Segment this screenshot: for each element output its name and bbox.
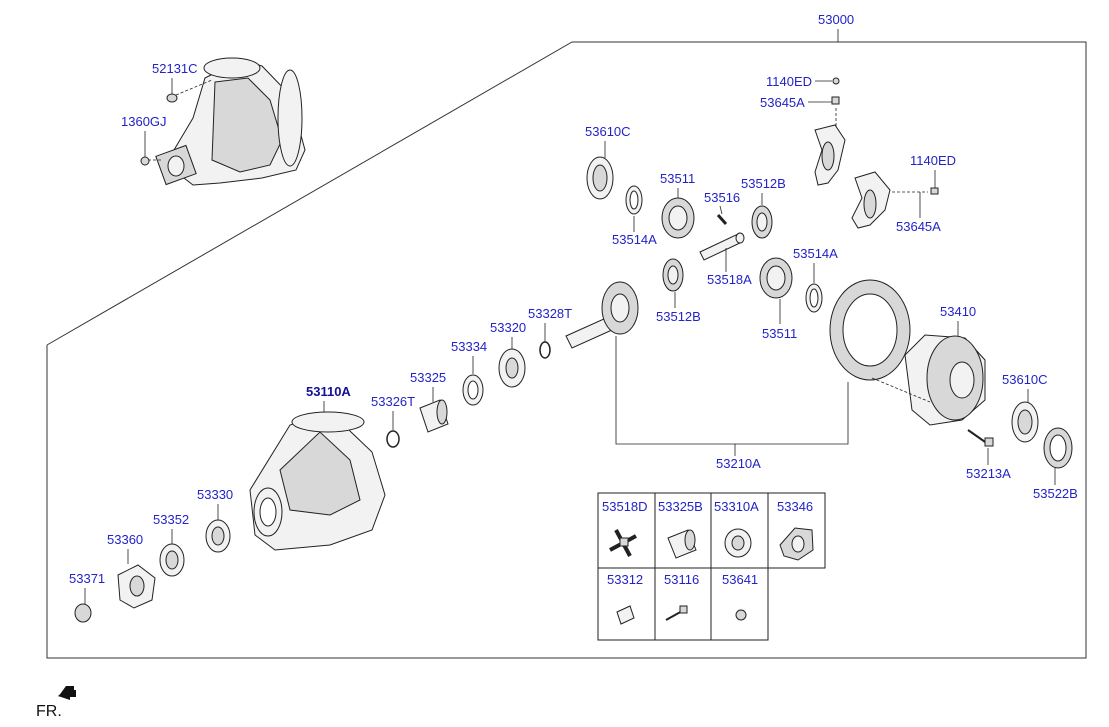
assembly-frame (46, 41, 1087, 659)
legend-part-53116 (665, 605, 688, 621)
label-53516[interactable]: 53516 (704, 190, 740, 205)
label-53325[interactable]: 53325 (410, 370, 446, 385)
label-53511-bottom[interactable]: 53511 (762, 326, 797, 341)
label-53352[interactable]: 53352 (153, 512, 189, 527)
label-1360GJ[interactable]: 1360GJ (121, 114, 167, 129)
pin-53516 (716, 214, 728, 225)
flange-53360 (117, 564, 156, 609)
drive-pinion-53210A (565, 281, 639, 349)
legend-label-53312[interactable]: 53312 (607, 572, 643, 587)
shaft-53518A (699, 232, 745, 261)
legend-label-53310A[interactable]: 53310A (714, 499, 759, 514)
spacer-53328T (539, 341, 551, 359)
label-53334[interactable]: 53334 (451, 339, 487, 354)
label-53328T[interactable]: 53328T (528, 306, 572, 321)
lock-53645A-top (831, 96, 840, 105)
nut-1360GJ (140, 156, 150, 166)
label-53610C-right[interactable]: 53610C (1002, 372, 1048, 387)
label-53371[interactable]: 53371 (69, 571, 105, 586)
label-53110A[interactable]: 53110A (306, 384, 351, 399)
carrier-53110A (249, 411, 386, 551)
axle-housing-drawing (155, 57, 306, 186)
label-53000[interactable]: 53000 (818, 12, 854, 27)
label-53512B-top[interactable]: 53512B (741, 176, 786, 191)
label-1140ED-top[interactable]: 1140ED (766, 74, 812, 89)
bearing-53610C-left (586, 156, 614, 200)
label-1140ED-right[interactable]: 1140ED (910, 153, 956, 168)
bolt-52131C (166, 93, 178, 103)
label-53511-top[interactable]: 53511 (660, 171, 695, 186)
label-53210A[interactable]: 53210A (716, 456, 761, 471)
bolt-1140ED-right (930, 187, 939, 195)
shim-53334 (462, 374, 484, 406)
legend-part-53310A (724, 528, 752, 558)
washer-53514A-right (805, 283, 823, 313)
legend-part-53312 (616, 605, 635, 625)
legend-part-53346 (779, 527, 814, 561)
bearing-cap-left (814, 124, 846, 186)
pinion-gear-53512B-top (751, 205, 773, 239)
legend-label-53325B[interactable]: 53325B (658, 499, 703, 514)
legend-label-53116[interactable]: 53116 (664, 572, 699, 587)
label-53518A[interactable]: 53518A (707, 272, 752, 287)
side-gear-53511-bottom (759, 257, 793, 299)
tone-ring-53522B (1043, 427, 1073, 469)
label-53514A-right[interactable]: 53514A (793, 246, 838, 261)
legend-part-53325B (667, 529, 697, 559)
legend-label-53518D[interactable]: 53518D (602, 499, 648, 514)
bolt-53213A (967, 429, 994, 447)
label-53645A-top[interactable]: 53645A (760, 95, 805, 110)
legend-table (597, 492, 826, 641)
label-52131C[interactable]: 52131C (152, 61, 198, 76)
nut-53371 (74, 603, 92, 623)
bearing-53320 (498, 348, 526, 388)
spacer-53325 (419, 399, 449, 433)
pinion-gear-53512B-bottom (662, 258, 684, 292)
bolt-1140ED-top (832, 77, 840, 85)
label-53320[interactable]: 53320 (490, 320, 526, 335)
washer-53514A-left (625, 185, 643, 215)
label-53522B[interactable]: 53522B (1033, 486, 1078, 501)
label-53645A-right[interactable]: 53645A (896, 219, 941, 234)
ring-53326T (386, 430, 400, 448)
diff-case-53410 (904, 334, 986, 426)
label-53410[interactable]: 53410 (940, 304, 976, 319)
label-53330[interactable]: 53330 (197, 487, 233, 502)
label-53326T[interactable]: 53326T (371, 394, 415, 409)
legend-label-53346[interactable]: 53346 (777, 499, 813, 514)
front-direction-label: FR. (36, 703, 62, 720)
bearing-cap-right (851, 171, 891, 229)
label-53514A-left[interactable]: 53514A (612, 232, 657, 247)
ring-gear-53210A (829, 279, 911, 381)
front-direction-arrow-icon (58, 686, 76, 700)
label-53610C-left[interactable]: 53610C (585, 124, 631, 139)
bearing-53610C-right (1011, 401, 1039, 443)
legend-label-53641[interactable]: 53641 (722, 572, 758, 587)
legend-part-53518D (609, 529, 637, 557)
side-gear-53511-top (661, 197, 695, 239)
label-53360[interactable]: 53360 (107, 532, 143, 547)
seal-53352 (159, 543, 185, 577)
legend-part-53641 (735, 609, 747, 621)
label-53512B-bottom[interactable]: 53512B (656, 309, 701, 324)
bearing-53330 (205, 519, 231, 553)
label-53213A[interactable]: 53213A (966, 466, 1011, 481)
